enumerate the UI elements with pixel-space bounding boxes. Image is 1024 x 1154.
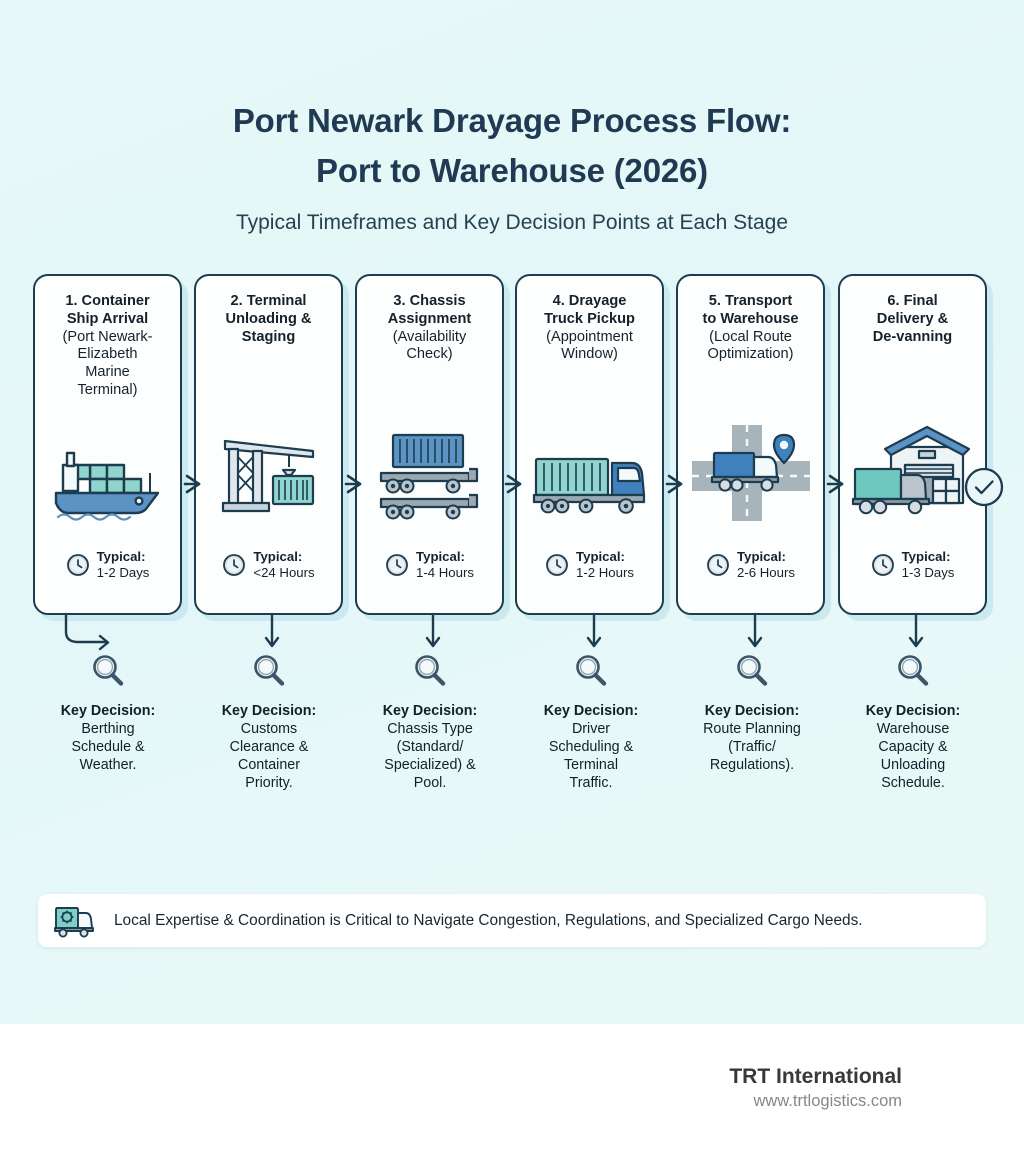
stage-card-4-duration: Typical: 1-2 Hours	[517, 549, 662, 581]
decision-block-1: Key Decision: Berthing Schedule & Weathe…	[28, 648, 188, 774]
decision-arrow-2	[264, 612, 280, 648]
stage-card-4-time-value: 1-2 Hours	[576, 564, 634, 580]
decision-text-4: Driver Scheduling & Terminal Traffic.	[548, 721, 634, 791]
page-subtitle: Typical Timeframes and Key Decision Poin…	[235, 211, 789, 234]
stage-card-3-subtitle: (Availability Check)	[392, 328, 467, 363]
decision-arrow-1	[64, 612, 110, 651]
stage-card-5-duration: Typical: 2-6 Hours	[678, 549, 823, 581]
container-ship-icon	[35, 421, 180, 521]
decision-label-3: Key Decision:	[382, 703, 478, 719]
flow-connector-2-3	[344, 470, 368, 503]
brand-url[interactable]: www.trtlogistics.com	[753, 1092, 902, 1110]
magnifier-icon	[672, 648, 832, 694]
clock-icon	[871, 554, 894, 576]
clock-icon	[223, 554, 246, 576]
decision-label-2: Key Decision:	[221, 703, 317, 719]
footer-panel	[0, 1024, 1024, 1154]
stage-card-2-title: 2. Terminal Unloading & Staging	[225, 293, 312, 345]
stage-card-4-subtitle: (Appointment Window)	[546, 328, 633, 363]
magnifier-icon	[189, 648, 349, 694]
gantry-crane-icon	[196, 421, 341, 521]
chassis-trailer-icon	[357, 421, 502, 521]
route-crossroads-icon	[678, 421, 823, 521]
stage-card-6-duration: Typical: 1-3 Days	[840, 549, 985, 581]
decision-arrow-4	[586, 612, 602, 648]
page-title: Port Newark Drayage Process Flow: Port t…	[0, 96, 1024, 195]
decision-label-5: Key Decision:	[704, 703, 800, 719]
decision-text-3: Chassis Type (Standard/ Specialized) & P…	[384, 721, 476, 791]
clock-icon	[386, 554, 408, 576]
process-complete-check-icon	[963, 466, 1005, 513]
clock-icon	[546, 554, 568, 576]
stage-card-4-title: 4. Drayage Truck Pickup	[544, 293, 635, 327]
drayage-truck-icon	[517, 421, 662, 521]
decision-arrow-6	[908, 612, 924, 648]
stage-card-5[interactable]: 5. Transport to Warehouse (Local Route O…	[676, 274, 825, 615]
stage-card-1-duration: Typical: 1-2 Days	[35, 549, 180, 581]
decision-block-2: Key Decision: Customs Clearance & Contai…	[189, 648, 349, 792]
decision-label-1: Key Decision:	[60, 703, 156, 719]
stage-card-4[interactable]: 4. Drayage Truck Pickup (Appointment Win…	[515, 274, 664, 615]
magnifier-icon	[28, 648, 188, 694]
magnifier-icon	[833, 648, 993, 694]
stage-card-5-title: 5. Transport to Warehouse	[702, 293, 799, 327]
decision-block-6: Key Decision: Warehouse Capacity & Unloa…	[833, 648, 993, 792]
stage-card-3-duration: Typical: 1-4 Hours	[357, 549, 502, 581]
stage-card-4-time-label: Typical:	[576, 548, 625, 564]
decision-block-4: Key Decision: Driver Scheduling & Termin…	[511, 648, 671, 792]
clock-icon	[707, 554, 729, 576]
decision-arrow-5	[747, 612, 763, 648]
stage-card-5-time-label: Typical:	[737, 548, 786, 564]
stage-card-6-time-label: Typical:	[901, 548, 951, 564]
flow-connector-1-2	[183, 470, 207, 503]
decision-block-5: Key Decision: Route Planning (Traffic/ R…	[672, 648, 832, 774]
flow-connector-5-6	[826, 470, 850, 503]
key-insight-text: Local Expertise & Coordination is Critic…	[114, 911, 863, 929]
decision-text-5: Route Planning (Traffic/ Regulations).	[703, 721, 801, 773]
stage-card-2[interactable]: 2. Terminal Unloading & Staging	[194, 274, 343, 615]
stage-card-1-title: 1. Container Ship Arrival	[65, 293, 150, 327]
decision-text-1: Berthing Schedule & Weather.	[71, 721, 145, 773]
stage-card-2-time-value: <24 Hours	[253, 564, 315, 580]
stage-card-6-time-value: 1-3 Days	[901, 564, 955, 580]
decision-text-2: Customs Clearance & Container Priority.	[229, 721, 309, 791]
stage-card-3-time-label: Typical:	[416, 548, 465, 564]
stage-card-1-subtitle: (Port Newark- Elizabeth Marine Terminal)	[62, 328, 153, 398]
magnifier-icon	[511, 648, 671, 694]
stage-card-2-duration: Typical: <24 Hours	[196, 549, 341, 581]
magnifier-icon	[350, 648, 510, 694]
stage-card-3-title: 3. Chassis Assignment	[387, 293, 472, 327]
decision-text-6: Warehouse Capacity & Unloading Schedule.	[876, 721, 950, 791]
stage-card-1-time-label: Typical:	[96, 548, 146, 564]
decision-arrow-3	[425, 612, 441, 648]
flow-connector-3-4	[504, 470, 528, 503]
delivery-truck-gear-icon	[54, 906, 94, 937]
decision-label-4: Key Decision:	[543, 703, 639, 719]
clock-icon	[66, 554, 89, 576]
stage-card-1-time-value: 1-2 Days	[96, 564, 150, 580]
warehouse-delivery-icon	[840, 421, 985, 521]
flow-connector-4-5	[665, 470, 689, 503]
stage-card-1[interactable]: 1. Container Ship Arrival (Port Newark- …	[33, 274, 182, 615]
page-title-line-1: Port Newark Drayage Process Flow:	[232, 102, 792, 139]
stage-card-3-time-value: 1-4 Hours	[416, 564, 474, 580]
stage-card-3[interactable]: 3. Chassis Assignment (Availability Chec…	[355, 274, 504, 615]
decision-block-3: Key Decision: Chassis Type (Standard/ Sp…	[350, 648, 510, 792]
stage-card-6[interactable]: 6. Final Delivery & De-vanning	[838, 274, 987, 615]
stage-card-2-time-label: Typical:	[253, 548, 303, 564]
key-insight-banner: Local Expertise & Coordination is Critic…	[38, 894, 986, 947]
stage-card-6-title: 6. Final Delivery & De-vanning	[872, 293, 953, 345]
stage-card-5-subtitle: (Local Route Optimization)	[707, 328, 794, 363]
brand-name: TRT International	[729, 1065, 902, 1088]
decision-label-6: Key Decision:	[865, 703, 961, 719]
stage-card-5-time-value: 2-6 Hours	[737, 564, 795, 580]
page-title-line-2: Port to Warehouse (2026)	[316, 151, 708, 189]
